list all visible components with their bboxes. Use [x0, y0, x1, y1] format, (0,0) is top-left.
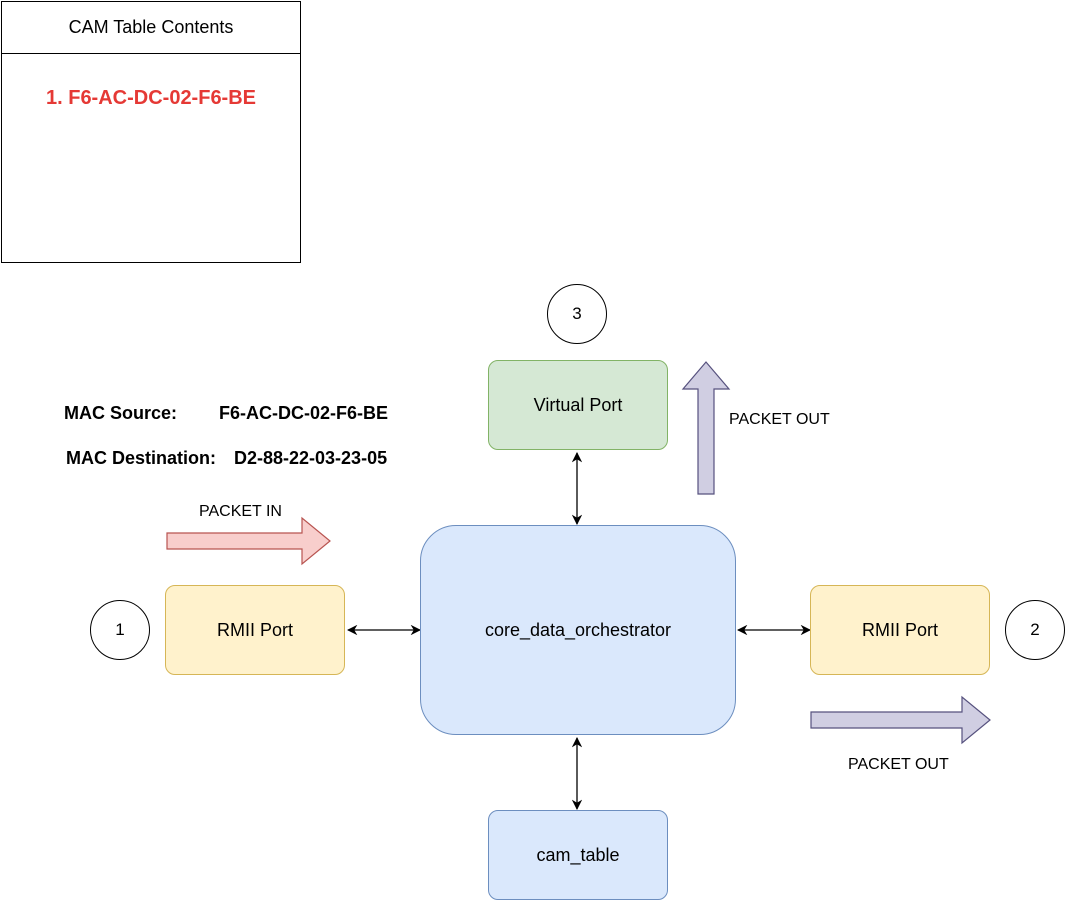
rmii-port-left-node: RMII Port [165, 585, 345, 675]
cam-table-title: CAM Table Contents [2, 2, 300, 54]
mac-destination-value: D2-88-22-03-23-05 [234, 448, 388, 468]
port-number-1: 1 [90, 600, 150, 660]
virtual-port-node: Virtual Port [488, 360, 668, 450]
rmii-port-right-node: RMII Port [810, 585, 990, 675]
port-number-3: 3 [547, 284, 607, 344]
packet-in-label: PACKET IN [199, 503, 282, 520]
packet-in-arrow [166, 516, 331, 566]
mac-source-label: MAC Source: [64, 403, 178, 423]
packet-out-up-arrow [681, 361, 731, 495]
cam-table-node: cam_table [488, 810, 668, 900]
mac-destination-label: MAC Destination: [66, 448, 216, 468]
mac-source-value: F6-AC-DC-02-F6-BE [219, 403, 389, 423]
packet-out-right-label: PACKET OUT [848, 756, 949, 773]
packet-out-right-arrow [810, 695, 991, 745]
cam-table-contents-box: CAM Table Contents 1. F6-AC-DC-02-F6-BE [1, 1, 301, 263]
cam-table-entry: 1. F6-AC-DC-02-F6-BE [45, 87, 257, 109]
core-data-orchestrator-node: core_data_orchestrator [420, 525, 736, 735]
packet-out-up-label: PACKET OUT [729, 411, 830, 428]
port-number-2: 2 [1005, 600, 1065, 660]
